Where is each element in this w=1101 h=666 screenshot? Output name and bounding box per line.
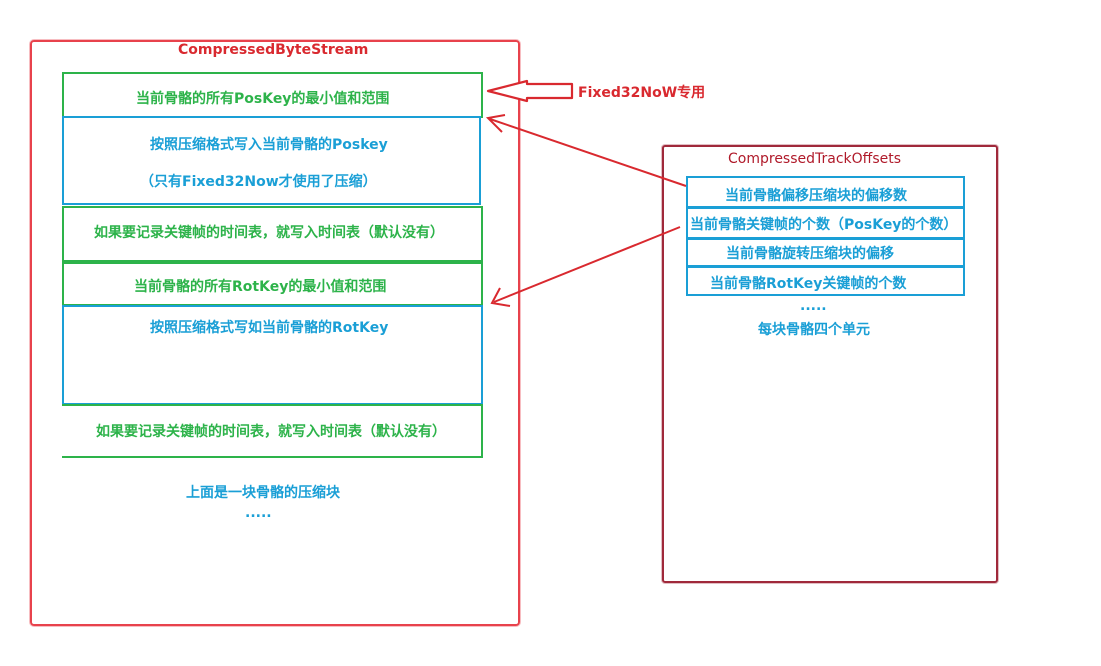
four-units-caption: 每块骨骼四个单元 <box>758 322 870 338</box>
poskey-data-label: 按照压缩格式写入当前骨骼的Poskey <box>150 137 388 153</box>
rotkey-count-label: 当前骨骼RotKey关键帧的个数 <box>710 276 907 292</box>
rotkey-min-range-label: 当前骨骼的所有RotKey的最小值和范围 <box>134 279 387 295</box>
poskey-data-box <box>62 116 481 205</box>
rot-timetable-box <box>62 404 483 458</box>
compressed-track-offsets-panel <box>662 145 998 583</box>
compressed-track-offsets-title: CompressedTrackOffsets <box>728 151 902 167</box>
fixed32now-block-arrow <box>486 79 574 103</box>
poskey-count-label: 当前骨骼关键帧的个数（PosKey的个数） <box>690 217 958 233</box>
poskey-min-range-label: 当前骨骼的所有PosKey的最小值和范围 <box>136 91 390 107</box>
pos-offset-arrow-line <box>489 118 687 187</box>
fixed32now-annotation: Fixed32NoW专用 <box>578 85 706 101</box>
left-ellipsis: ..... <box>245 505 272 521</box>
rot-timetable-label: 如果要记录关键帧的时间表，就写入时间表（默认没有） <box>96 424 446 440</box>
rot-offset-label: 当前骨骼旋转压缩块的偏移 <box>726 246 894 262</box>
compressed-block-caption: 上面是一块骨骼的压缩块 <box>186 485 340 501</box>
right-ellipsis: ..... <box>800 298 827 314</box>
compressed-byte-stream-panel <box>30 40 520 626</box>
rotkey-data-label: 按照压缩格式写如当前骨骼的RotKey <box>150 320 389 336</box>
pos-timetable-box <box>62 206 483 262</box>
rotkey-count-cell <box>686 266 965 296</box>
pos-offset-label: 当前骨骼偏移压缩块的偏移数 <box>725 188 907 204</box>
poskey-data-note: （只有Fixed32Now才使用了压缩） <box>140 174 377 190</box>
rot-offset-arrow-line <box>493 226 681 303</box>
pos-offset-arrow-head <box>485 114 506 133</box>
pos-timetable-label: 如果要记录关键帧的时间表，就写入时间表（默认没有） <box>94 225 444 241</box>
compressed-byte-stream-title: CompressedByteStream <box>178 42 369 58</box>
rot-offset-arrow-head <box>490 287 511 307</box>
